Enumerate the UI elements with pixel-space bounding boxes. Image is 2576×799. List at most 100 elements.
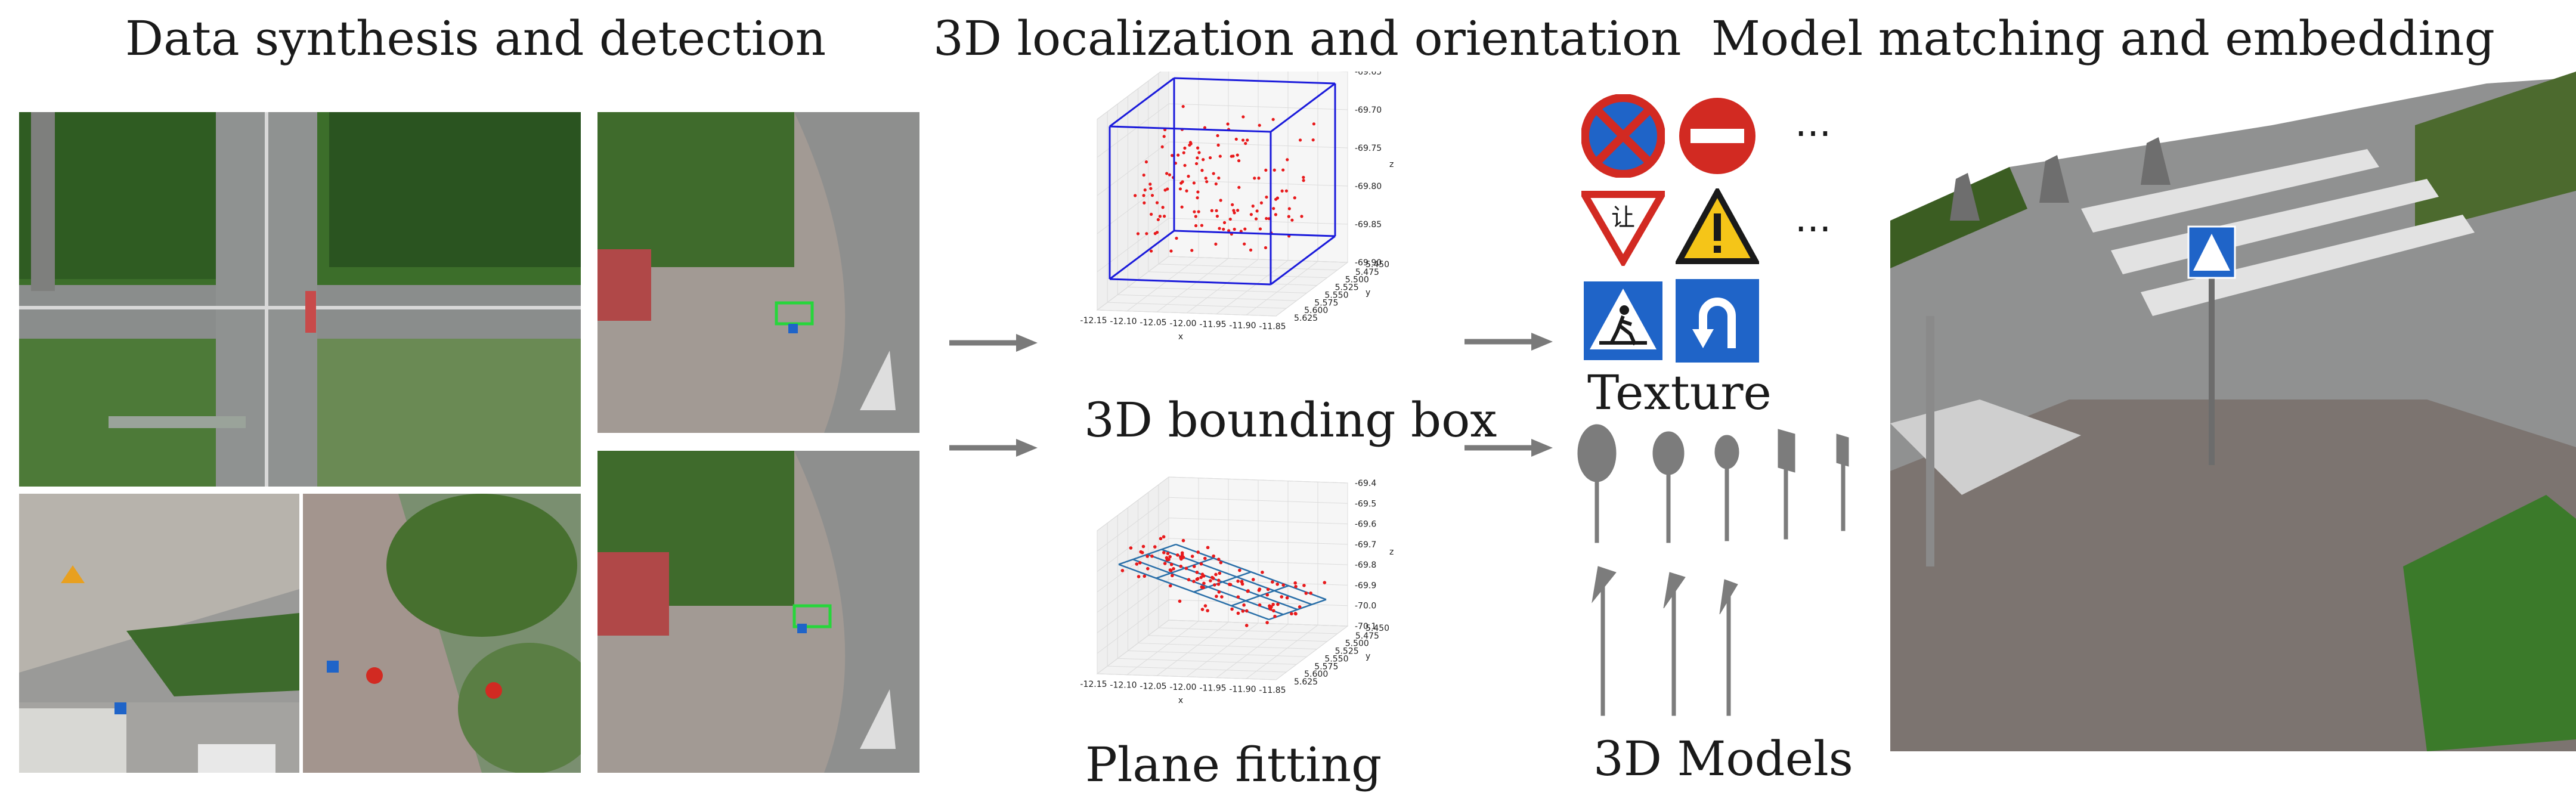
aerial-corner-image-refined [597,451,919,773]
bbox-plot-point [1265,195,1268,199]
plane-plot-point [1129,546,1133,550]
plane-plot-point [1187,578,1191,581]
bbox-edge [1109,230,1175,280]
no-stopping-sign-icon [1581,94,1665,178]
bbox-plot-point [1286,158,1289,162]
bbox-plot-y-tick: 5.450 [1366,260,1389,270]
bbox-plot-point [1257,176,1261,180]
bbox-plot-point [1149,249,1153,253]
yield-sign-text: 让 [1611,204,1635,231]
plane-plot-point [1219,560,1223,565]
bbox-plot-point [1148,182,1152,186]
bbox-plot-point [1194,224,1198,228]
plane-plot-point [1285,596,1289,600]
bbox-plot-point [1136,232,1140,236]
bbox-plot-point [1197,210,1200,213]
plane-plot-point [1145,555,1149,558]
plane-plot-point [1138,561,1142,565]
bbox-plot-point [1171,154,1174,157]
bbox-plot-x-tick: -12.05 [1140,318,1166,327]
plane-plot-x-tick: -11.95 [1199,684,1226,693]
plane-plot-point [1202,586,1205,590]
bbox-plot-point [1311,138,1315,142]
plane-plot-point [1220,595,1224,599]
plane-plot-point [1172,567,1175,571]
bbox-plot-point [1180,205,1184,209]
bbox-label: 3D bounding box [1084,392,1497,448]
plane-plot-z-tick: -69.9 [1355,581,1376,590]
bbox-plot-x-tick: -12.10 [1110,317,1137,327]
plane-plot-point [1280,595,1284,599]
bbox-plot-point [1200,169,1204,172]
bbox-plot-x-label: x [1178,332,1183,342]
plane-plot-point [1238,568,1241,572]
plane-plot-grid-z [1097,476,1348,531]
bbox-plot-point [1149,187,1153,190]
bbox-plot-point [1185,189,1188,193]
bbox-plot-point [1236,209,1240,212]
plane-plot-point [1217,590,1221,594]
bbox-plot-point [1243,242,1246,246]
plane-plot-point [1179,556,1182,559]
bbox-plot-point [1215,209,1218,212]
plane-plot-z-tick: -69.7 [1355,540,1376,550]
bbox-plot-z-tick: -69.80 [1355,182,1382,191]
bbox-plot-point [1200,224,1204,227]
bbox-plot-point [1183,163,1187,168]
bbox-plot-y-tick: 5.625 [1294,314,1318,323]
bbox-plot-point [1271,117,1275,121]
bbox-plot-point [1142,174,1145,177]
bbox-plot-point [1272,207,1275,210]
plane-plot-point [1245,609,1249,613]
plane-plot-point [1281,583,1286,587]
plane-plot-point [1216,582,1221,586]
bbox-plot-point [1259,201,1264,205]
plane-plot-point [1141,544,1145,549]
plane-plot-point [1294,612,1298,616]
aerial-street-image [19,494,299,773]
plane-plot-point [1135,562,1139,566]
plane-plot-point [1162,535,1166,539]
bbox-plot-y-tick: 5.550 [1324,290,1348,300]
plane-plot-point [1150,554,1154,558]
bbox-plot-point [1241,138,1245,142]
bbox-plot-point [1233,227,1236,231]
plane-plot-point [1184,566,1188,570]
plane-plot-point [1192,565,1196,568]
plane-mesh-line [1231,585,1289,607]
texture-ellipsis-2: ... [1795,197,1832,241]
plane-plot-z-tick: -69.8 [1355,560,1376,570]
no-entry-sign-icon [1677,95,1758,176]
plane-plot-point [1270,605,1273,609]
plane-plot-z-tick: -69.6 [1355,520,1376,529]
bbox-plot-point [1280,189,1284,193]
bbox-plot-point [1166,187,1169,191]
bbox-plot-point [1169,249,1173,253]
plane-plot-z-tick: -69.4 [1355,479,1376,488]
bbox-plot-point [1218,154,1222,158]
plane-plot-grid-z [1097,578,1348,633]
bbox-plot-point [1226,122,1230,126]
bbox-plot-grid-z [1097,141,1348,196]
bbox-plot-grid-z [1097,256,1348,311]
bbox-plot-point [1218,227,1221,230]
bbox-plot-point [1216,143,1220,147]
bbox-plot-point [1284,189,1288,193]
plane-plot-y-tick: 5.450 [1366,624,1389,633]
heading-model-matching: Model matching and embedding [1711,11,2495,66]
bbox-plot-point [1272,168,1276,172]
bbox-plot-point [1258,227,1262,231]
plane-plot-point [1179,564,1183,568]
plane-plot-y-tick: 5.500 [1345,639,1369,649]
plane-plot-y-tick: 5.625 [1294,677,1318,687]
plane-plot-point [1302,584,1306,587]
plane-plot-grid-z [1097,620,1348,674]
bbox-plot-z-tick: -69.85 [1355,220,1382,230]
plane-plot-z-tick: -70.1 [1355,622,1376,631]
bbox-plot-point [1237,159,1241,163]
bbox-plot-point [1287,207,1291,210]
plane-plot-point [1163,562,1167,565]
bbox-plot-point [1210,209,1213,212]
bbox-plot-point [1290,218,1294,222]
bbox-plot-point [1162,215,1166,218]
